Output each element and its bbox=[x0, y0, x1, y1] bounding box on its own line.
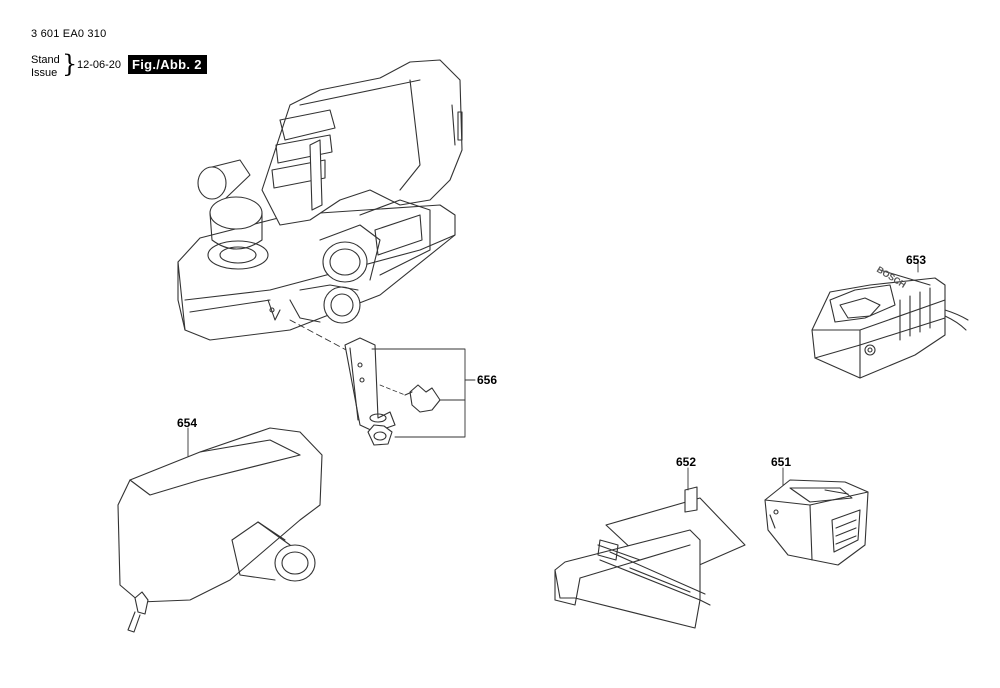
stand-label: Stand bbox=[31, 54, 60, 66]
stand-issue-labels: Stand Issue bbox=[31, 54, 60, 80]
callout-656: 656 bbox=[477, 373, 497, 387]
callout-652: 652 bbox=[676, 455, 696, 469]
dust-bag-illustration bbox=[117, 427, 323, 633]
issue-label: Issue bbox=[31, 67, 58, 79]
planer-illustration bbox=[177, 59, 463, 341]
parallel-guide-illustration bbox=[554, 486, 746, 629]
charger-illustration bbox=[811, 269, 969, 379]
issue-date: 12-06-20 bbox=[77, 59, 122, 71]
figure-label: Fig./Abb. 2 bbox=[128, 55, 207, 74]
bracket-assembly-illustration bbox=[344, 337, 441, 446]
callout-654: 654 bbox=[177, 416, 197, 430]
document-number: 3 601 EA0 310 bbox=[31, 28, 107, 40]
callout-653: 653 bbox=[906, 253, 926, 267]
callout-651: 651 bbox=[771, 455, 791, 469]
brace-glyph: } bbox=[62, 50, 78, 78]
battery-illustration bbox=[764, 479, 869, 566]
